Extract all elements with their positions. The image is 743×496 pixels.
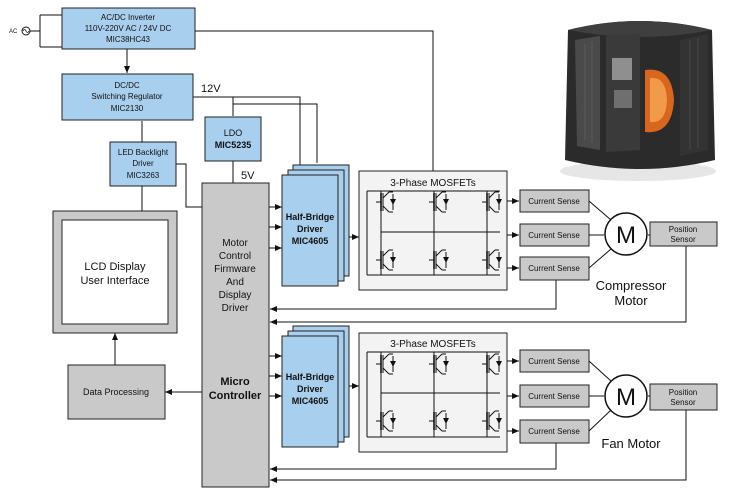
mosfet-bridge-top: 3-Phase MOSFETs xyxy=(358,170,508,291)
lcd-display: LCD Display User Interface xyxy=(52,210,178,334)
hb-bottom-desc: Driver xyxy=(297,384,324,394)
hb-top-part: MIC4605 xyxy=(292,236,329,246)
compressor-label-2: Motor xyxy=(614,293,648,308)
regulator-title: DC/DC xyxy=(114,81,140,90)
lcd-title: LCD Display xyxy=(84,261,146,273)
led-driver-title: LED Backlight xyxy=(118,148,169,157)
ldo-part: MIC5235 xyxy=(215,140,252,150)
ac-source: AC xyxy=(9,26,31,36)
wiring xyxy=(30,14,687,483)
data-processing-label: Data Processing xyxy=(83,387,149,397)
current-sense-label: Current Sense xyxy=(528,197,580,206)
current-sense-label: Current Sense xyxy=(528,264,580,273)
current-sense-label: Current Sense xyxy=(528,357,580,366)
regulator-desc: Switching Regulator xyxy=(91,92,162,101)
hb-bottom-title: Half-Bridge xyxy=(286,372,335,382)
mosfets-top-title: 3-Phase MOSFETs xyxy=(390,178,476,189)
mosfet-bridge-bottom: 3-Phase MOSFETs xyxy=(358,332,508,453)
hb-top-title: Half-Bridge xyxy=(286,212,335,222)
rail-5v-label: 5V xyxy=(241,170,255,182)
half-bridge-driver-top: Half-Bridge Driver MIC4605 xyxy=(281,164,350,287)
ldo-title: LDO xyxy=(224,128,243,138)
ac-label: AC xyxy=(9,29,18,35)
compressor-label-1: Compressor xyxy=(596,278,667,293)
mcu-line-3: Firmware xyxy=(214,264,256,275)
motor-circle-icon xyxy=(604,374,648,418)
current-sense-label: Current Sense xyxy=(528,427,580,436)
motor-circle-icon xyxy=(604,212,648,256)
position-sensor-bottom-1: Position xyxy=(669,388,697,397)
current-sense-group-top: Current Sense Current Sense Current Sens… xyxy=(519,189,590,281)
hvac-condenser-photo xyxy=(560,21,716,181)
position-sensor-top: Position Sensor xyxy=(649,221,718,247)
current-sense-group-bottom: Current Sense Current Sense Current Sens… xyxy=(519,349,590,444)
inverter-block: AC/DC Inverter 110V-220V AC / 24V DC MIC… xyxy=(61,7,196,50)
mcu-title-2: Controller xyxy=(209,390,262,402)
position-sensor-top-1: Position xyxy=(669,225,697,234)
position-sensor-bottom: Position Sensor xyxy=(649,383,718,411)
position-sensor-top-2: Sensor xyxy=(670,235,696,244)
regulator-block: DC/DC Switching Regulator MIC2130 xyxy=(61,73,194,121)
mcu-line-6: Driver xyxy=(222,303,249,314)
mcu-line-1: Motor xyxy=(222,238,248,249)
hb-top-desc: Driver xyxy=(297,224,324,234)
compressor-motor: M Compressor Motor xyxy=(596,212,667,308)
position-sensor-bottom-2: Sensor xyxy=(670,398,696,407)
half-bridge-driver-bottom: Half-Bridge Driver MIC4605 xyxy=(281,325,350,448)
inverter-title: AC/DC Inverter xyxy=(101,13,156,22)
fan-motor-symbol: M xyxy=(616,384,636,411)
mcu-title-1: Micro xyxy=(220,376,250,388)
led-driver-desc: Driver xyxy=(132,159,154,168)
mosfets-bottom-title: 3-Phase MOSFETs xyxy=(390,339,476,350)
fan-motor: M Fan Motor xyxy=(601,374,661,451)
fan-motor-label: Fan Motor xyxy=(601,436,661,451)
rail-12v-label: 12V xyxy=(201,83,221,95)
microcontroller-block: Motor Control Firmware And Display Drive… xyxy=(201,182,270,488)
led-driver-block: LED Backlight Driver MIC3263 xyxy=(109,141,177,187)
regulator-part: MIC2130 xyxy=(111,104,144,113)
mcu-line-4: And xyxy=(226,277,244,288)
inverter-part: MIC38HC43 xyxy=(106,35,151,44)
data-processing-block: Data Processing xyxy=(67,364,166,420)
compressor-motor-symbol: M xyxy=(616,222,636,249)
mcu-line-2: Control xyxy=(219,251,251,262)
inverter-spec: 110V-220V AC / 24V DC xyxy=(85,24,172,33)
hb-bottom-part: MIC4605 xyxy=(292,396,329,406)
ldo-block: LDO MIC5235 xyxy=(204,116,262,162)
lcd-subtitle: User Interface xyxy=(80,275,149,287)
mcu-line-5: Display xyxy=(219,290,252,301)
led-driver-part: MIC3263 xyxy=(127,171,160,180)
current-sense-label: Current Sense xyxy=(528,392,580,401)
current-sense-label: Current Sense xyxy=(528,231,580,240)
